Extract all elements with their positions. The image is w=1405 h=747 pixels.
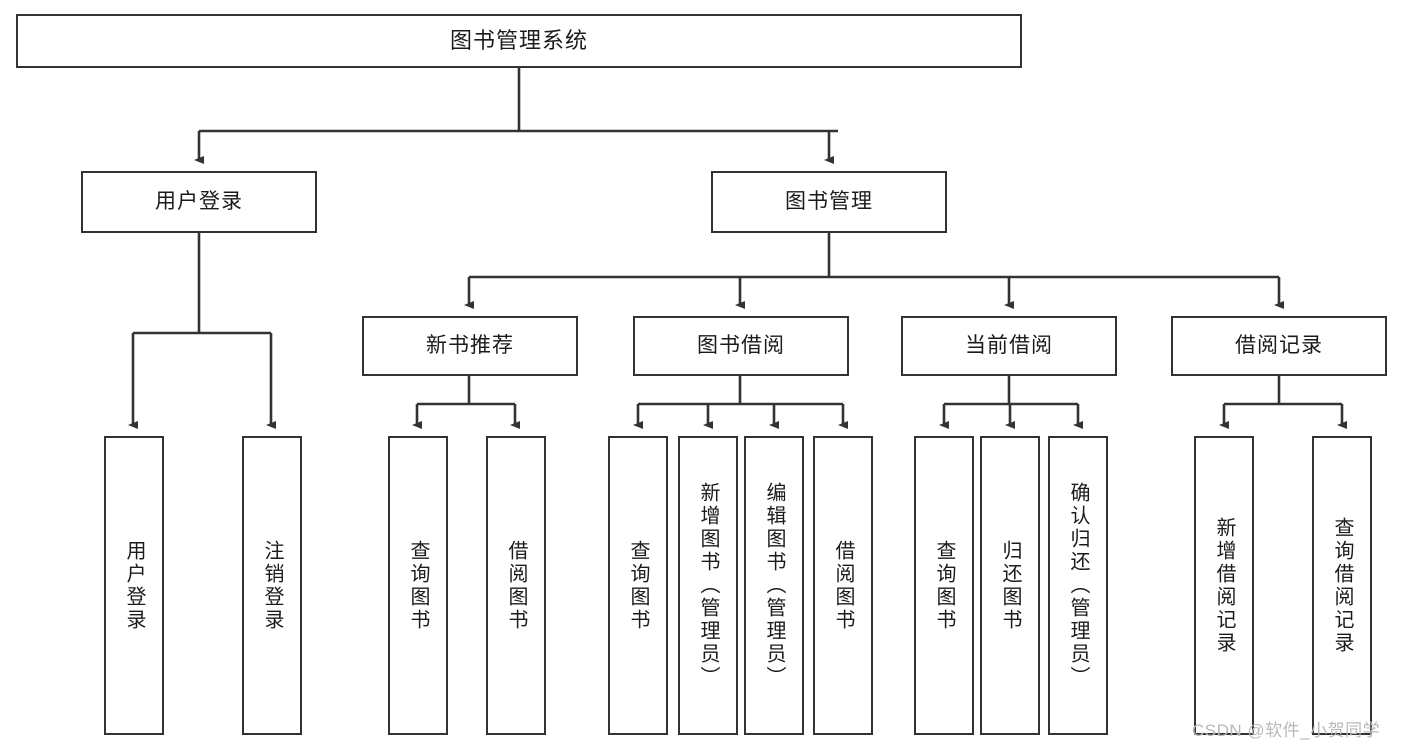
node-label: 用户登录 (155, 189, 243, 213)
leaf-confirm-return[interactable]: 确认归还（管理员） (1048, 436, 1108, 735)
node-borrow-record[interactable]: 借阅记录 (1171, 316, 1387, 376)
node-label: 查询图书 (933, 539, 955, 632)
leaf-add-borrow-record[interactable]: 新增借阅记录 (1194, 436, 1254, 735)
leaf-borrow-book-recommend[interactable]: 借阅图书 (486, 436, 546, 735)
leaf-add-book[interactable]: 新增图书（管理员） (678, 436, 738, 735)
node-label: 图书管理系统 (449, 28, 588, 54)
node-label: 新增借阅记录 (1213, 516, 1235, 655)
csdn-watermark: CSDN @软件_小贺同学 (1192, 721, 1381, 740)
node-label: 新增图书（管理员） (697, 482, 719, 689)
node-new-book-recommend[interactable]: 新书推荐 (362, 316, 578, 376)
node-user-login[interactable]: 用户登录 (81, 171, 317, 233)
leaf-query-book-borrow[interactable]: 查询图书 (608, 436, 668, 735)
node-label: 确认归还（管理员） (1067, 482, 1089, 689)
node-label: 查询借阅记录 (1331, 516, 1353, 655)
node-root-system[interactable]: 图书管理系统 (16, 14, 1022, 68)
leaf-user-login[interactable]: 用户登录 (104, 436, 164, 735)
node-label: 编辑图书（管理员） (763, 482, 785, 689)
node-label: 图书借阅 (697, 333, 785, 357)
leaf-return-book[interactable]: 归还图书 (980, 436, 1040, 735)
leaf-query-borrow-record[interactable]: 查询借阅记录 (1312, 436, 1372, 735)
node-label: 借阅图书 (832, 539, 854, 632)
node-label: 用户登录 (123, 539, 145, 632)
node-label: 归还图书 (999, 539, 1021, 632)
leaf-edit-book[interactable]: 编辑图书（管理员） (744, 436, 804, 735)
leaf-query-book-current[interactable]: 查询图书 (914, 436, 974, 735)
leaf-logout-login[interactable]: 注销登录 (242, 436, 302, 735)
node-label: 新书推荐 (426, 333, 514, 357)
node-current-borrow[interactable]: 当前借阅 (901, 316, 1117, 376)
leaf-query-book-recommend[interactable]: 查询图书 (388, 436, 448, 735)
node-label: 借阅图书 (505, 539, 527, 632)
node-book-management[interactable]: 图书管理 (711, 171, 947, 233)
node-label: 查询图书 (627, 539, 649, 632)
node-label: 注销登录 (261, 539, 283, 632)
node-label: 图书管理 (785, 189, 873, 213)
leaf-borrow-book[interactable]: 借阅图书 (813, 436, 873, 735)
node-label: 借阅记录 (1235, 333, 1323, 357)
node-label: 查询图书 (407, 539, 429, 632)
node-book-borrow[interactable]: 图书借阅 (633, 316, 849, 376)
node-label: 当前借阅 (965, 333, 1053, 357)
